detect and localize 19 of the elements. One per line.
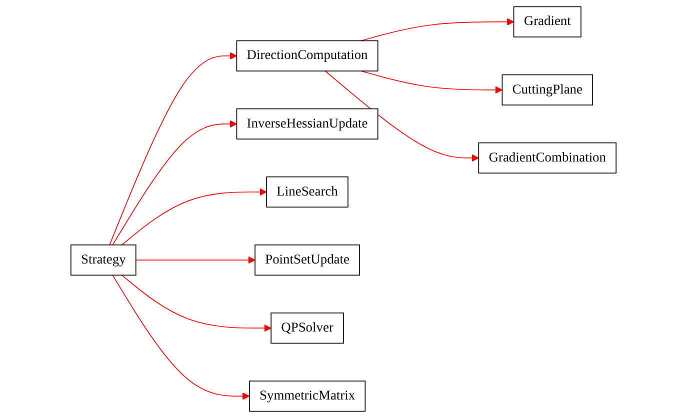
arrow bbox=[360, 18, 514, 42]
class-box: Strategy bbox=[70, 244, 136, 276]
class-box: PointSetUpdate bbox=[254, 244, 360, 276]
arrow bbox=[121, 274, 272, 332]
class-box: Gradient bbox=[513, 6, 582, 38]
class-box: SymmetricMatrix bbox=[249, 380, 366, 412]
class-box: QPSolver bbox=[270, 312, 344, 344]
arrow bbox=[109, 52, 238, 246]
arrow bbox=[112, 274, 250, 400]
arrow bbox=[360, 70, 503, 94]
arrow bbox=[324, 70, 480, 162]
arrow bbox=[121, 188, 267, 246]
class-box: DirectionComputation bbox=[236, 40, 378, 72]
arrow bbox=[135, 256, 256, 264]
class-box: GradientCombination bbox=[478, 142, 616, 174]
class-box: LineSearch bbox=[266, 176, 348, 208]
class-box: CuttingPlane bbox=[502, 74, 593, 106]
arrow bbox=[112, 120, 238, 246]
class-box: InverseHessianUpdate bbox=[236, 108, 378, 140]
